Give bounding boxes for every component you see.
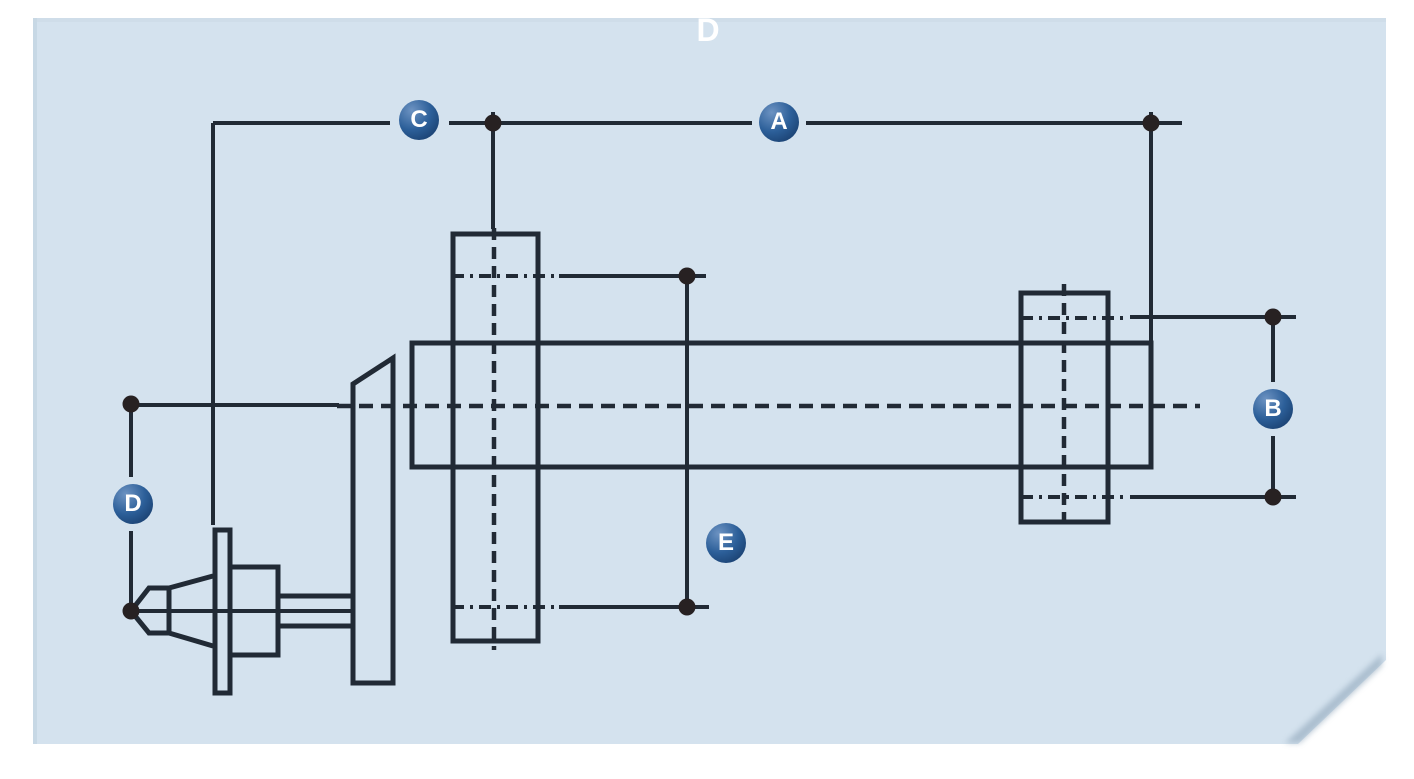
bearing-outline	[1018, 290, 1111, 525]
dimension-dot	[678, 598, 696, 616]
dimension-lines	[129, 112, 1296, 611]
dimension-badge-d-label: D	[124, 490, 142, 517]
dimension-dots	[122, 114, 1282, 620]
dimension-badge-c: C	[399, 100, 439, 140]
shaft-outline	[409, 340, 1154, 470]
cone-edge-bottom	[168, 630, 214, 649]
sheet-top-edge-shading	[33, 18, 1386, 22]
fold-shadow	[1285, 654, 1382, 743]
dimension-badge-e: E	[706, 523, 746, 563]
sheet-left-edge-shading	[33, 18, 37, 744]
dimension-badge-a-label: A	[770, 108, 788, 135]
dimension-dot	[122, 395, 140, 413]
drawing-sheet	[33, 18, 1386, 744]
tilted-plate-outline	[350, 353, 396, 686]
dimension-badge-d: D	[113, 484, 153, 524]
dimension-dot	[1264, 308, 1282, 326]
dimension-dot	[1264, 488, 1282, 506]
dimension-dot	[122, 602, 140, 620]
dimension-dot	[484, 114, 502, 132]
dimension-badge-a: A	[759, 102, 799, 142]
dimension-badge-b: B	[1253, 389, 1293, 429]
gear-outline	[450, 231, 541, 644]
dimension-badge-b-label: B	[1264, 395, 1282, 422]
drawing-title-letter: D	[696, 12, 720, 48]
dimension-badge-c-label: C	[410, 106, 428, 133]
dimension-dot	[678, 267, 696, 285]
dimension-badge-e-label: E	[717, 529, 734, 556]
dimension-dot	[1142, 114, 1160, 132]
part-outlines	[127, 231, 1154, 696]
cone-edge-top	[168, 573, 214, 591]
